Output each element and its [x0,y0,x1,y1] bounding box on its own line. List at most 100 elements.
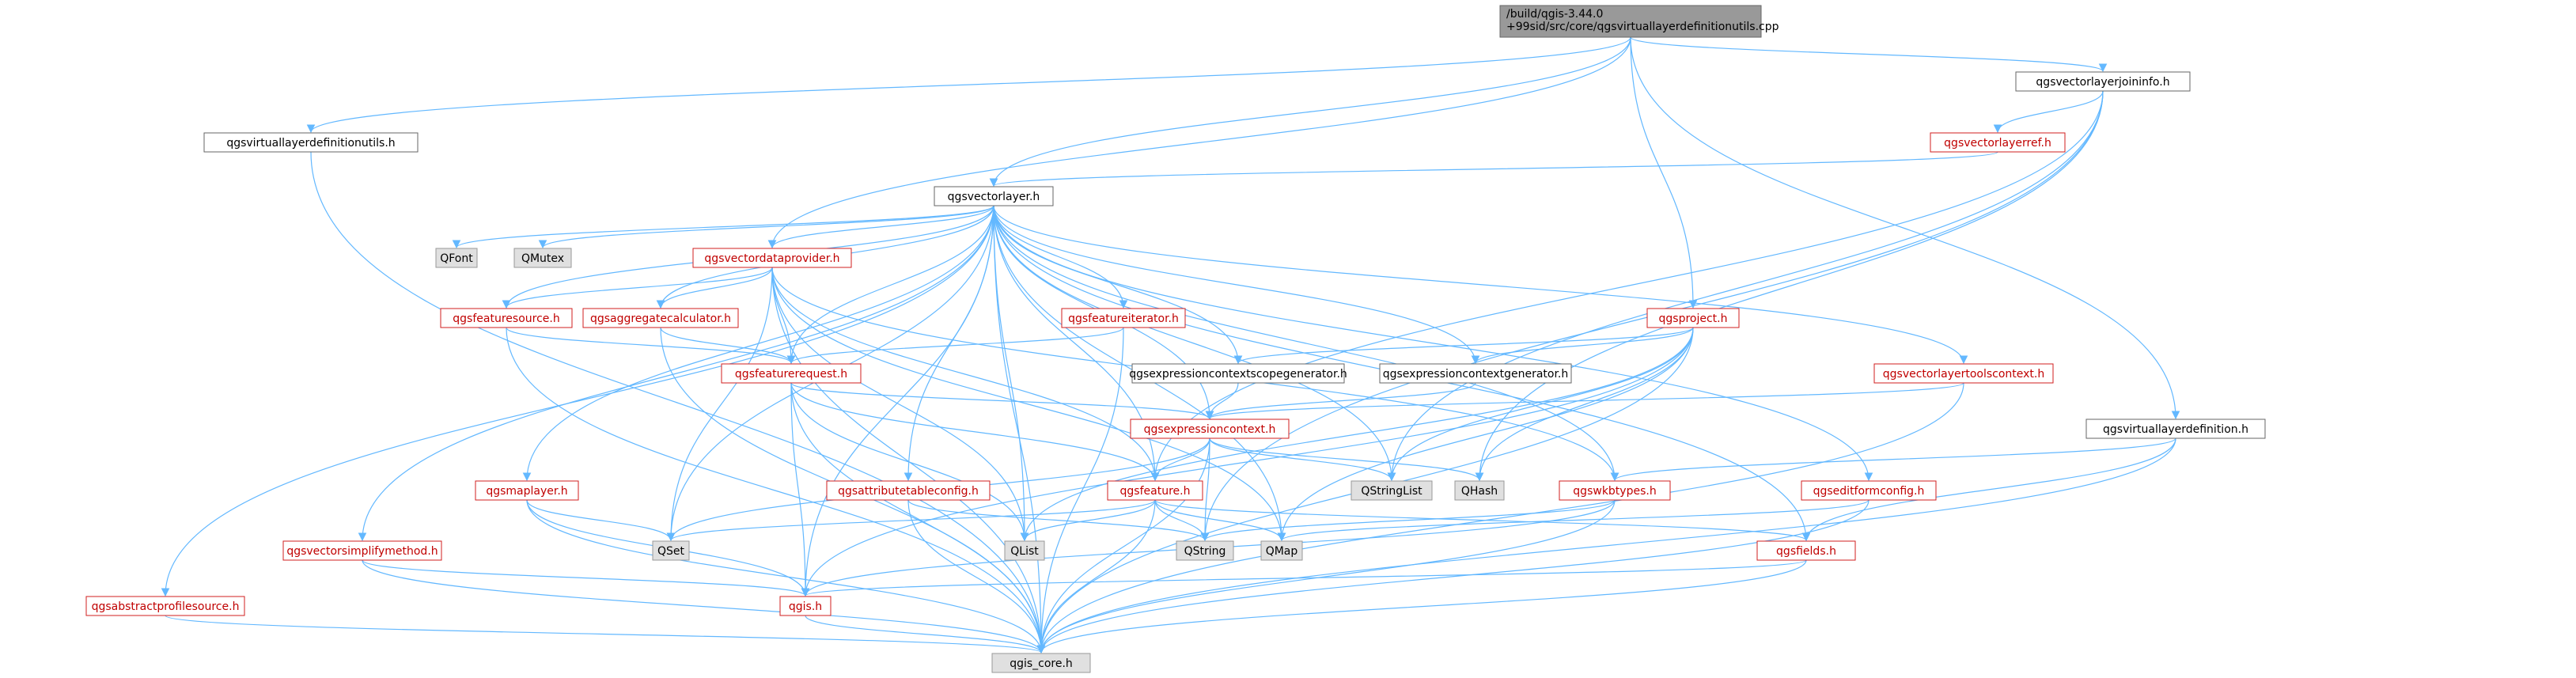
node-n_aps[interactable]: qgsabstractprofilesource.h [85,596,245,616]
graph-nodes: /build/qgis-3.44.0+99sid/src/core/qgsvir… [85,5,2266,673]
node-label: qgsattributetableconfig.h [838,485,979,498]
node-label: qgsproject.h [1659,312,1728,325]
node-n_qhash[interactable]: QHash [1454,480,1505,501]
edge-n_vl-to-n_qsl [993,205,1396,482]
node-n_proj[interactable]: qgsproject.h [1646,308,1740,328]
node-n_qfont[interactable]: QFont [435,248,478,268]
edge-n_vl-to-n_efc [993,205,1873,482]
edge-root-to-n_vldu_h [306,36,1631,134]
node-box [1107,480,1203,501]
edge-n_fsrc-to-n_core [506,327,1046,654]
node-n_vltc[interactable]: qgsvectorlayertoolscontext.h [1873,363,2054,384]
edge-n_vl-to-n_wkb [993,205,1619,482]
node-n_fields[interactable]: qgsfields.h [1756,540,1856,561]
node-root[interactable]: /build/qgis-3.44.0+99sid/src/core/qgsvir… [1499,5,1779,38]
edge-n_vsm-to-n_qgis [362,559,810,597]
node-label: qgis.h [789,600,822,613]
edge-n_vl-to-n_ecg [993,205,1480,365]
node-box [1260,540,1303,561]
edge-n_feat-to-n_qlist [1020,499,1156,542]
edge-n_vl-to-n_qlist [993,205,1029,542]
node-box [652,540,690,561]
node-n_qset[interactable]: QSet [652,540,690,561]
edge-n_vdp-to-n_aggc [656,267,773,309]
node-n_vl[interactable]: qgsvectorlayer.h [934,186,1054,206]
edge-n_ec-to-n_qstring [1200,437,1210,542]
node-n_qmutex[interactable]: QMutex [513,248,572,268]
edge-n_vlji-to-n_vlref [1993,90,2104,134]
edge-n_aps-to-n_core [165,615,1045,654]
edge-n_proj-to-n_ecg [1471,327,1694,365]
node-box [2015,71,2191,92]
edge-n_ec-to-n_core [1036,437,1210,654]
node-label: qgsvectorlayerref.h [1944,137,2051,150]
edge-n_mapl-to-n_qset [526,499,676,542]
node-n_efc[interactable]: qgseditformconfig.h [1801,480,1937,501]
node-label: QFont [440,252,473,265]
edge-n_fr-to-n_qlist [790,382,1029,542]
edge-n_vld-to-n_wkb [1610,437,2176,482]
node-box [440,308,573,328]
node-n_feat[interactable]: qgsfeature.h [1107,480,1203,501]
edge-n_vsm-to-n_core [362,559,1046,654]
node-n_qsl[interactable]: QStringList [1351,480,1433,501]
node-box [1930,132,2066,153]
node-n_vlref[interactable]: qgsvectorlayerref.h [1930,132,2066,153]
node-label: qgsexpressioncontext.h [1144,423,1276,436]
node-label: qgswkbtypes.h [1573,485,1656,498]
node-label: QStringList [1361,485,1422,498]
node-box [779,596,832,616]
node-n_fsrc[interactable]: qgsfeaturesource.h [440,308,573,328]
edge-n_ec-to-n_feat [1150,437,1210,482]
node-label: qgsvectorsimplifymethod.h [286,545,438,558]
node-n_vsm[interactable]: qgsvectorsimplifymethod.h [282,540,442,561]
node-n_atc[interactable]: qgsattributetableconfig.h [826,480,991,501]
node-n_vdp[interactable]: qgsvectordataprovider.h [692,248,852,268]
node-box [1873,363,2054,384]
edge-n_fsrc-to-n_fr [506,327,796,365]
node-n_qmap[interactable]: QMap [1260,540,1303,561]
node-n_vlji[interactable]: qgsvectorlayerjoininfo.h [2015,71,2191,92]
edge-root-to-n_vdp [767,36,1631,249]
node-label: QString [1184,545,1226,558]
node-n_vldu_h[interactable]: qgsvirtuallayerdefinitionutils.h [203,132,419,153]
node-label: QSet [657,545,685,558]
node-n_qstring[interactable]: QString [1176,540,1234,561]
edge-n_vdp-to-n_feat [771,267,1160,482]
edge-n_vl-to-n_qmutex [538,205,994,249]
edge-n_vl-to-n_ecsg [993,205,1243,365]
edge-n_vl-to-n_atc [903,205,994,482]
node-n_aggc[interactable]: qgsaggregatecalculator.h [582,308,739,328]
node-box [1004,540,1045,561]
edge-n_vl-to-n_fr [786,205,994,365]
node-n_qgis[interactable]: qgis.h [779,596,832,616]
node-n_wkb[interactable]: qgswkbtypes.h [1559,480,1671,501]
node-n_qlist[interactable]: QList [1004,540,1045,561]
node-label: QHash [1461,485,1498,498]
edge-root-to-n_vlji [1630,36,2108,73]
node-label: qgsexpressioncontextscopegenerator.h [1129,368,1347,381]
node-label: qgis_core.h [1010,657,1073,670]
node-n_mapl[interactable]: qgsmaplayer.h [475,480,579,501]
edge-n_vl-to-n_feat [993,205,1160,482]
node-n_fr[interactable]: qgsfeaturerequest.h [721,363,862,384]
node-box [1351,480,1433,501]
node-n_fiter[interactable]: qgsfeatureiterator.h [1061,308,1186,328]
node-box [282,540,442,561]
node-label: QMap [1266,545,1298,558]
edge-n_vl-to-n_mapl [522,205,994,482]
edge-n_vl-to-n_aps [161,205,994,597]
node-box [1756,540,1856,561]
edge-n_vdp-to-n_core [771,267,1046,654]
node-n_vld[interactable]: qgsvirtuallayerdefinition.h [2085,419,2266,439]
edge-n_proj-to-n_qlist [1020,327,1694,542]
edge-n_vl-to-n_vsm [358,205,994,542]
edge-n_efc-to-n_qmap [1277,499,1869,542]
node-box [1454,480,1505,501]
edge-n_proj-to-n_ecsg [1233,327,1694,365]
node-n_core[interactable]: qgis_core.h [991,653,1091,673]
edge-n_vdp-to-n_qset [666,267,773,542]
node-n_ec[interactable]: qgsexpressioncontext.h [1130,419,1290,439]
node-n_ecsg[interactable]: qgsexpressioncontextscopegenerator.h [1129,363,1347,384]
node-n_ecg[interactable]: qgsexpressioncontextgenerator.h [1379,363,1572,384]
